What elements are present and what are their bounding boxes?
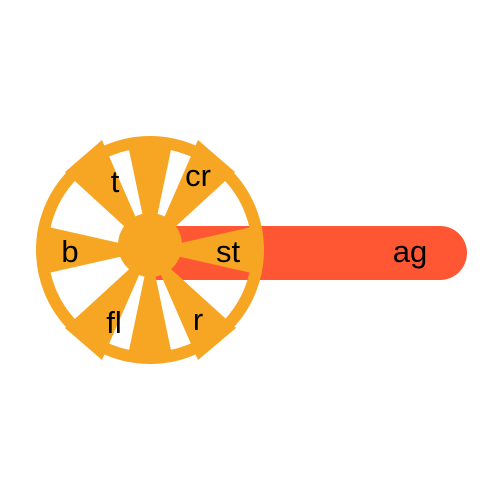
- spoke-bottom: [128, 250, 172, 355]
- label-st: st: [216, 234, 241, 269]
- hub-pointer: [146, 190, 154, 215]
- wheel[interactable]: [36, 136, 264, 364]
- wheel-rim: [36, 136, 264, 364]
- label-r: r: [193, 302, 203, 337]
- label-b: b: [61, 234, 78, 269]
- wheel-spokes: [44, 140, 256, 360]
- wheel-hub[interactable]: [118, 213, 182, 277]
- spoke-right: [150, 226, 256, 274]
- spoke-bottom-right: [150, 250, 236, 360]
- label-t: t: [111, 164, 120, 199]
- spoke-left: [44, 226, 150, 274]
- label-cr: cr: [185, 158, 211, 193]
- spoke-bottom-left: [65, 250, 150, 360]
- label-ag: ag: [393, 234, 427, 269]
- label-fl: fl: [106, 305, 122, 340]
